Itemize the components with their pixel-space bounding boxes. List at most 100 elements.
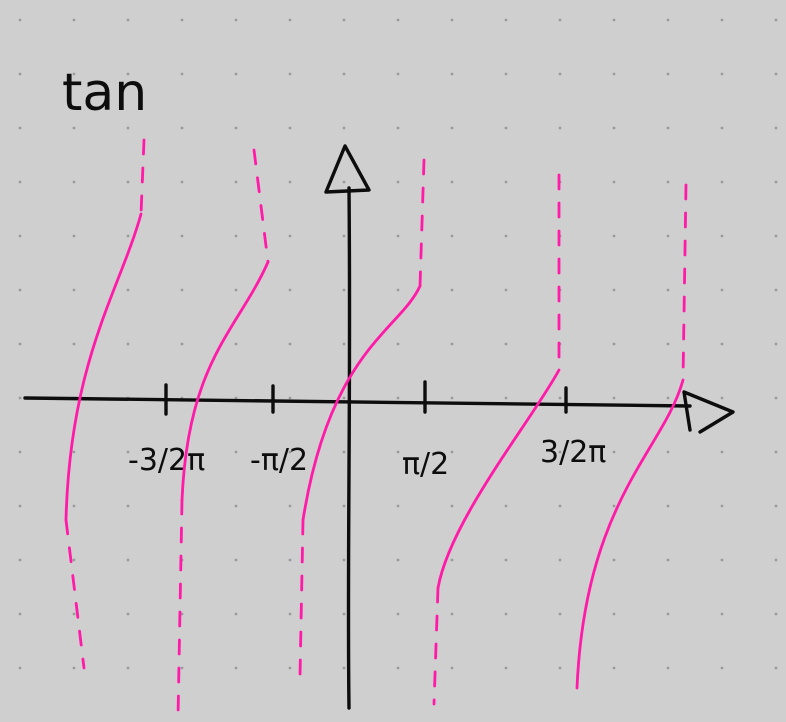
grid-dot	[18, 396, 22, 400]
grid-dot	[126, 504, 130, 508]
grid-dot	[126, 288, 130, 292]
grid-dot	[342, 72, 346, 76]
grid-dot	[504, 288, 508, 292]
grid-dot	[180, 234, 184, 238]
y-axis-arrowhead	[324, 144, 371, 194]
grid-dot	[180, 18, 184, 22]
grid-dot	[774, 396, 778, 400]
grid-dot	[504, 558, 508, 562]
grid-dot	[504, 72, 508, 76]
grid-dot	[450, 396, 454, 400]
grid-dot	[504, 612, 508, 616]
grid-dot	[720, 666, 724, 670]
grid-dot	[450, 288, 454, 292]
grid-dot	[396, 18, 400, 22]
grid-dot	[180, 126, 184, 130]
label-pos-three-halves: 3/2π	[540, 435, 606, 470]
grid-dot	[18, 180, 22, 184]
grid-dot	[18, 234, 22, 238]
grid-dot	[450, 666, 454, 670]
grid-dot	[666, 396, 670, 400]
grid-dot	[18, 18, 22, 22]
grid-dot	[612, 612, 616, 616]
grid-dot	[18, 504, 22, 508]
grid-dot	[558, 450, 562, 454]
grid-dot	[504, 504, 508, 508]
grid-dot	[720, 180, 724, 184]
grid-dot	[234, 342, 238, 346]
grid-dot	[720, 126, 724, 130]
grid-dot	[234, 666, 238, 670]
grid-dot	[126, 126, 130, 130]
grid-dot	[18, 342, 22, 346]
grid-dot	[558, 666, 562, 670]
grid-dot	[72, 18, 76, 22]
label-pos-half: π/2	[402, 447, 449, 482]
grid-dot	[504, 342, 508, 346]
grid-dot	[342, 126, 346, 130]
grid-dot	[18, 558, 22, 562]
grid-dot	[774, 180, 778, 184]
grid-dot	[612, 396, 616, 400]
grid-dot	[666, 72, 670, 76]
grid-dot	[504, 666, 508, 670]
grid-dot	[234, 558, 238, 562]
grid-dot	[342, 342, 346, 346]
grid-dot	[342, 288, 346, 292]
grid-dot	[396, 234, 400, 238]
grid-dot	[288, 666, 292, 670]
asymptotes	[64, 138, 688, 720]
grid-dot	[558, 612, 562, 616]
grid-dot	[720, 18, 724, 22]
grid-dot	[342, 180, 346, 184]
grid-dot	[720, 288, 724, 292]
grid-dot	[396, 288, 400, 292]
grid-dot	[234, 288, 238, 292]
grid-dot	[720, 504, 724, 508]
grid-dot	[342, 612, 346, 616]
x-axis-arrowhead	[682, 390, 735, 434]
grid-dot	[774, 342, 778, 346]
grid-dot	[666, 234, 670, 238]
grid-dot	[72, 180, 76, 184]
grid-dot	[450, 342, 454, 346]
grid-dot	[612, 504, 616, 508]
grid-dot	[612, 72, 616, 76]
branch-4	[436, 368, 561, 590]
grid-dot	[18, 126, 22, 130]
grid-dot	[612, 234, 616, 238]
branch-2	[180, 260, 270, 502]
grid-dot	[450, 450, 454, 454]
grid-dot	[234, 396, 238, 400]
grid-dot	[18, 450, 22, 454]
title: tan	[62, 63, 147, 123]
grid-dot	[126, 234, 130, 238]
grid-dot	[774, 558, 778, 562]
grid-dot	[234, 612, 238, 616]
grid-dot	[72, 72, 76, 76]
grid-dot	[558, 126, 562, 130]
x-axis	[23, 396, 692, 408]
grid-dot	[72, 450, 76, 454]
grid-dot	[72, 666, 76, 670]
grid-dot	[666, 288, 670, 292]
grid-dot	[72, 504, 76, 508]
grid-dot	[774, 234, 778, 238]
grid-dot	[720, 450, 724, 454]
grid-dot	[774, 288, 778, 292]
axes	[23, 144, 735, 710]
grid-dot	[558, 396, 562, 400]
asymptote-neg-5-halves-top	[139, 138, 146, 216]
grid-dot	[450, 72, 454, 76]
asymptote-neg-5-halves-bottom	[64, 518, 86, 670]
grid-dot	[342, 666, 346, 670]
grid-dot	[18, 72, 22, 76]
grid-dot	[720, 342, 724, 346]
grid-dot	[234, 72, 238, 76]
grid-dot	[450, 612, 454, 616]
grid-dot	[612, 18, 616, 22]
grid-dot	[126, 450, 130, 454]
grid-dot	[396, 180, 400, 184]
grid-dot	[450, 234, 454, 238]
